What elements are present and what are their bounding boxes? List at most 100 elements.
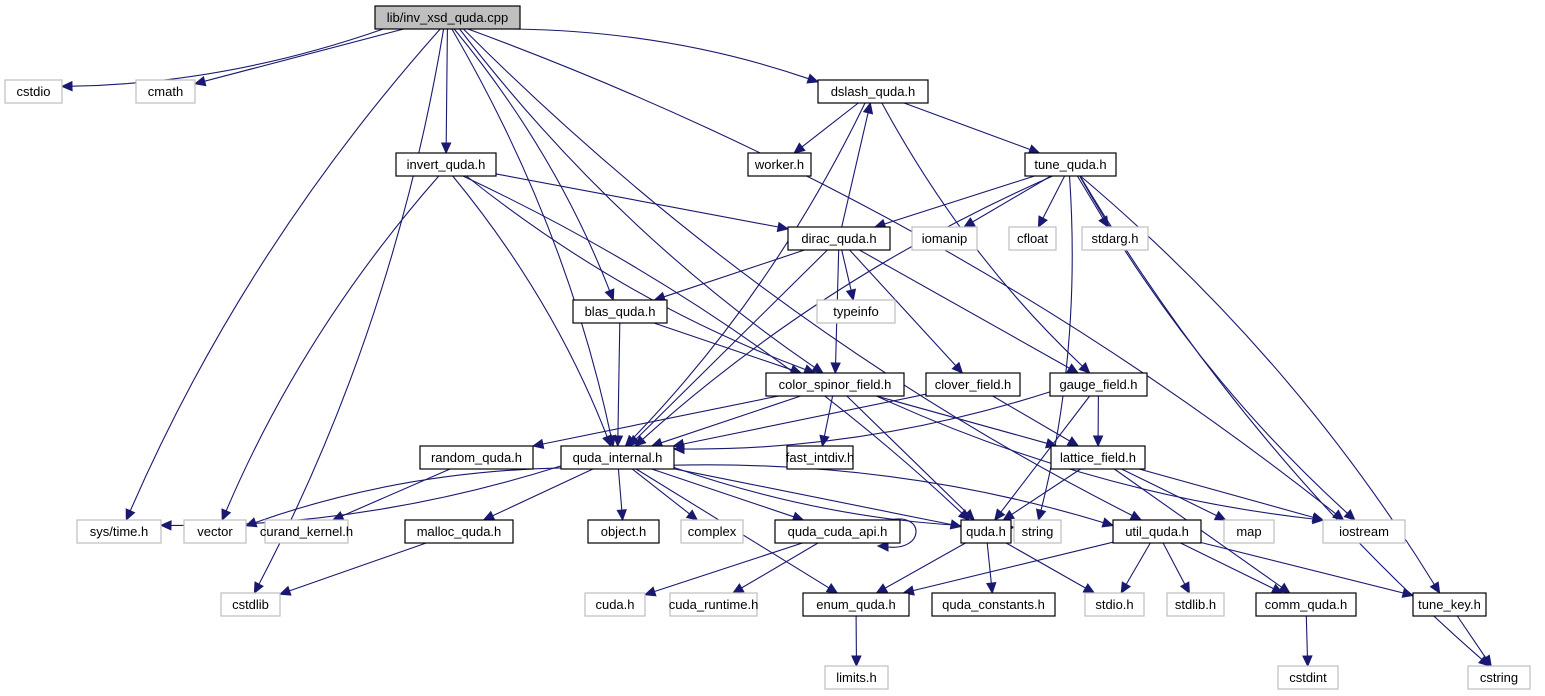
node-box <box>786 445 854 470</box>
node-stdarg: stdarg.h <box>1081 226 1149 251</box>
node-clover-field[interactable]: clover_field.h <box>925 372 1021 397</box>
node-tune-key[interactable]: tune_key.h <box>1412 592 1487 617</box>
edge-arrowhead <box>1078 361 1091 374</box>
edge-arrowhead <box>616 509 627 522</box>
node-limits: limits.h <box>824 665 889 690</box>
edge-arrowhead <box>60 80 73 92</box>
edge-line <box>876 395 1048 444</box>
node-comm-quda[interactable]: comm_quda.h <box>1255 592 1357 617</box>
edge-line <box>452 175 608 437</box>
node-label: map <box>1236 524 1261 539</box>
node-box <box>669 592 758 617</box>
node-label: invert_quda.h <box>407 157 486 172</box>
node-util-quda[interactable]: util_quda.h <box>1112 519 1202 544</box>
node-lattice-field[interactable]: lattice_field.h <box>1050 445 1146 470</box>
edge-arrowhead <box>1082 583 1096 594</box>
node-quda-constants[interactable]: quda_constants.h <box>931 592 1056 617</box>
edge-line <box>1125 542 1151 585</box>
node-box <box>1024 152 1117 177</box>
node-label: quda_internal.h <box>573 450 663 465</box>
edge-line <box>673 468 952 526</box>
node-cstdio: cstdio <box>4 79 63 104</box>
edge-invert_quda-to-dirac_quda <box>495 173 790 233</box>
node-worker[interactable]: worker.h <box>747 152 812 177</box>
edge-line <box>651 468 794 518</box>
node-box <box>560 445 675 470</box>
edge-dirac_quda-to-blas_quda <box>653 249 805 302</box>
node-malloc-quda[interactable]: malloc_quda.h <box>404 519 514 544</box>
node-box <box>1277 665 1339 690</box>
node-tune-quda[interactable]: tune_quda.h <box>1024 152 1117 177</box>
node-quda-cuda-api[interactable]: quda_cuda_api.h <box>774 519 901 544</box>
edge-clover_field-to-quda_internal <box>672 393 927 450</box>
edge-arrowhead <box>1343 508 1356 521</box>
edge-line <box>903 102 1031 151</box>
edge-line <box>992 395 1070 442</box>
edge-arrowhead <box>159 520 172 531</box>
node-fast-intdiv[interactable]: fast_intdiv.h <box>786 445 854 470</box>
node-cfloat: cfloat <box>1008 226 1057 251</box>
edge-line <box>255 467 562 524</box>
edge-arrowhead <box>244 517 258 528</box>
edge-util_quda-to-tune_key <box>1200 541 1415 598</box>
node-label: util_quda.h <box>1125 524 1189 539</box>
node-gauge-field[interactable]: gauge_field.h <box>1049 372 1148 397</box>
node-dslash-quda[interactable]: dslash_quda.h <box>817 79 929 104</box>
edge-gauge_field-to-quda_internal <box>672 391 1051 455</box>
edge-tune_quda-to-cfloat <box>1037 175 1066 229</box>
node-label: comm_quda.h <box>1265 597 1347 612</box>
edge-line <box>1000 395 1091 513</box>
node-box <box>911 226 978 251</box>
node-dirac-quda[interactable]: dirac_quda.h <box>787 226 891 251</box>
edge-line <box>492 468 594 517</box>
node-blas-quda[interactable]: blas_quda.h <box>572 299 668 324</box>
edge-line <box>884 175 1035 225</box>
node-color-spinor-field[interactable]: color_spinor_field.h <box>765 372 905 397</box>
edge-comm_quda-to-cstdint <box>1302 615 1313 668</box>
node-box <box>1112 519 1202 544</box>
edge-line <box>849 249 957 366</box>
node-quda[interactable]: quda.h <box>960 519 1012 544</box>
node-box <box>374 5 521 30</box>
node-box <box>1049 372 1148 397</box>
node-label: object.h <box>601 524 647 539</box>
node-quda-internal[interactable]: quda_internal.h <box>560 445 675 470</box>
edge-arrowhead <box>793 142 806 154</box>
edge-line <box>741 542 819 589</box>
node-random-quda[interactable]: random_quda.h <box>419 445 534 470</box>
edge-root-to-cstdio <box>60 28 384 92</box>
node-label: cstring <box>1480 670 1518 685</box>
node-label: dslash_quda.h <box>831 84 916 99</box>
edge-arrowhead <box>994 508 1006 521</box>
edge-root-to-dslash_quda <box>513 28 820 84</box>
node-box <box>1223 519 1275 544</box>
node-object[interactable]: object.h <box>587 519 660 544</box>
edge-arrowhead <box>985 582 997 595</box>
edge-arrowhead <box>672 443 685 455</box>
edge-arrowhead <box>1101 517 1115 528</box>
edge-line <box>204 28 404 82</box>
node-label: blas_quda.h <box>585 304 656 319</box>
node-enum-quda[interactable]: enum_quda.h <box>802 592 910 617</box>
node-box <box>824 665 889 690</box>
edge-line <box>663 249 805 298</box>
node-box <box>802 592 910 617</box>
node-box <box>1467 665 1531 690</box>
edge-line <box>258 28 445 585</box>
edge-gauge_field-to-quda <box>994 395 1091 521</box>
edge-line <box>912 541 1114 592</box>
node-curand-kernel: curand_kernel.h <box>260 519 353 544</box>
edge-arrowhead <box>612 435 624 448</box>
node-vector: vector <box>183 519 247 544</box>
node-label: fast_intdiv.h <box>786 450 854 465</box>
edge-util_quda-to-enum_quda <box>902 541 1114 596</box>
edge-arrowhead <box>1311 512 1325 523</box>
edge-arrowhead <box>951 361 964 374</box>
edge-color_spinor_field-to-lattice_field <box>876 395 1058 449</box>
node-root[interactable]: lib/inv_xsd_quda.cpp <box>374 5 521 30</box>
edge-gauge_field-to-lattice_field <box>1092 395 1104 448</box>
edge-line <box>801 102 859 148</box>
node-stdlib: stdlib.h <box>1166 592 1225 617</box>
edge-line <box>1162 542 1186 585</box>
node-invert-quda[interactable]: invert_quda.h <box>395 152 497 177</box>
